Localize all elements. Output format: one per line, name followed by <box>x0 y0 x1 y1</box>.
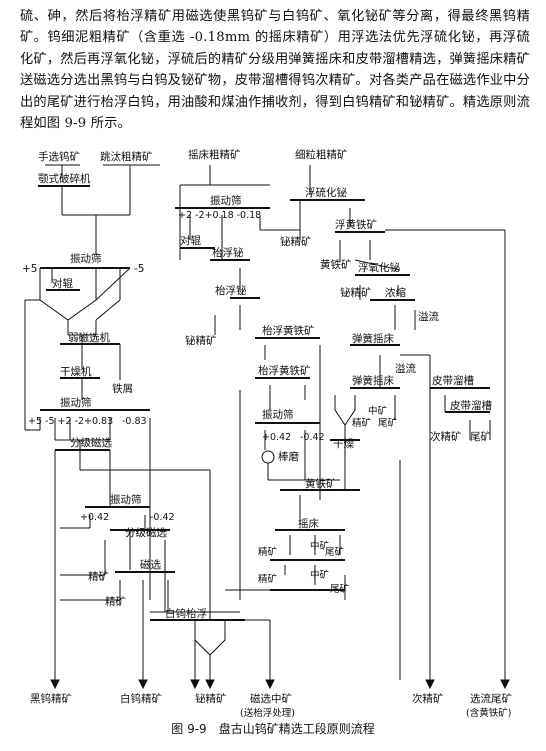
flow-label: 干燥机 <box>60 365 92 378</box>
flow-label: 精矿 <box>105 595 126 608</box>
flow-label: 摇床 <box>298 517 319 530</box>
flow-label: 浓缩 <box>385 286 406 299</box>
flow-label: 颚式破碎机 <box>38 172 91 185</box>
flow-label: 铁屑 <box>112 382 133 395</box>
flow-label: +5 -5 +2 -2+0.83 <box>28 416 113 427</box>
flow-label: 尾矿 <box>470 430 491 443</box>
flow-label: 振动筛 <box>210 194 242 207</box>
flow-label: 铋精矿 <box>195 692 227 705</box>
flow-label: 枱浮铋 <box>215 284 247 297</box>
flow-label: 精矿 <box>258 573 278 585</box>
flow-label: 弹簧摇床 <box>352 332 394 345</box>
flow-label: 振动筛 <box>60 396 92 409</box>
flow-label: 尾矿 <box>330 583 350 595</box>
flow-label: 铋精矿 <box>280 235 312 248</box>
flow-label: 精矿 <box>88 570 109 583</box>
flow-label: 皮带溜槽 <box>450 399 492 412</box>
flow-label: 弹簧摇床 <box>352 374 394 387</box>
flow-label: 铋精矿 <box>340 286 372 299</box>
flow-label: 选流尾矿 <box>470 692 512 705</box>
flow-label: 浮硫化铋 <box>305 186 347 199</box>
flow-label: 浮黄铁矿 <box>335 218 377 231</box>
flow-label: 黄铁矿 <box>320 258 352 271</box>
flow-label: 尾矿 <box>325 546 345 558</box>
flow-label: 浮氧化铋 <box>358 261 400 274</box>
flow-label: -0.42 <box>300 432 325 443</box>
flow-label: -5 <box>134 263 144 275</box>
flow-label: 精矿 <box>352 417 372 429</box>
flow-label: 弱磁选机 <box>68 331 110 344</box>
flow-label: 干燥 <box>333 438 354 450</box>
flow-label: 磁选中矿 <box>250 692 292 705</box>
figure-caption: 图 9-9 盘古山钨矿精选工段原则流程 <box>171 722 375 736</box>
flow-label: 跳汰粗精矿 <box>100 150 153 163</box>
flow-label: 振动筛 <box>262 408 294 421</box>
arrow-head <box>50 679 60 690</box>
flow-label: 次精矿 <box>412 692 444 705</box>
flow-label: (含黄铁矿) <box>466 707 511 719</box>
flow-label: +5 <box>22 263 37 275</box>
flow-label: 细粒粗精矿 <box>295 148 348 161</box>
flow-label: 尾矿 <box>378 417 398 429</box>
flow-label: -0.42 <box>150 512 175 523</box>
intro-paragraph: 硫、砷，然后将枱浮精矿用磁选使黑钨矿与白钨矿、氧化铋矿等分离，得最终黑钨精矿。钨… <box>20 9 530 132</box>
flow-label: (送枱浮处理) <box>240 707 295 719</box>
flow-label: 白钨精矿 <box>120 692 162 705</box>
flow-label: 中矿 <box>310 540 330 552</box>
flow-label: +0.42 <box>80 512 109 523</box>
flow-label: 中矿 <box>368 405 388 417</box>
flow-label: 中矿 <box>310 569 330 581</box>
flow-label: 白钨枱浮 <box>165 607 207 620</box>
flow-label: +2 -2+0.18 -0.18 <box>178 210 261 221</box>
flow-label: 皮带溜槽 <box>432 374 474 387</box>
flow-label: 铋精矿 <box>185 334 217 347</box>
flow-label: 溢流 <box>395 362 416 375</box>
flow-label: 黄铁矿 <box>305 477 337 490</box>
flow-label: 分级磁选 <box>125 526 167 539</box>
flow-label: 溢流 <box>418 310 439 323</box>
flow-label: 振动筛 <box>70 252 102 265</box>
flow-label: 精矿 <box>258 546 278 558</box>
flow-label: 枱浮黄铁矿 <box>258 364 311 377</box>
flow-label: 黑钨精矿 <box>30 692 72 705</box>
flow-label: 棒磨 <box>278 450 299 463</box>
flow-label: 摇床粗精矿 <box>188 148 241 161</box>
flow-label: 振动筛 <box>110 493 142 506</box>
flow-label: 磁选 <box>140 558 161 571</box>
flow-label: 次精矿 <box>430 430 462 443</box>
flow-label: 对辊 <box>52 277 73 290</box>
flow-label: 对辊 <box>180 234 201 247</box>
flow-label: -0.83 <box>122 416 147 427</box>
flow-label: +0.42 <box>262 432 291 443</box>
label-hand-conc: 手选钨矿 <box>38 150 80 163</box>
flow-label: 分级磁选 <box>70 436 112 449</box>
flow-label: 枱浮黄铁矿 <box>262 324 315 337</box>
flow-label: 枱浮铋 <box>212 246 244 259</box>
